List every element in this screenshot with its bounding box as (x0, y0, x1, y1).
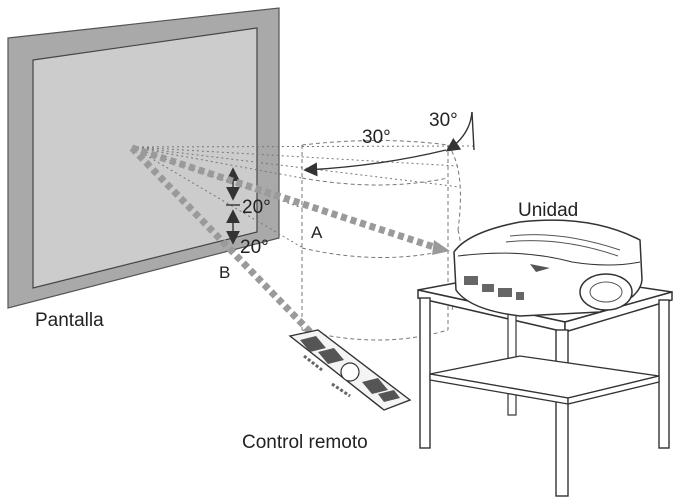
remote-control-icon (288, 329, 412, 411)
signal-beams (129, 144, 450, 339)
horizontal-angle-indicator: 30° 30° (303, 110, 475, 177)
label-point-a: A (311, 223, 323, 242)
angle-horizontal-inner: 30° (429, 110, 458, 131)
label-screen: Pantalla (35, 310, 104, 331)
label-point-b: B (219, 263, 230, 282)
angle-horizontal-outer: 30° (362, 127, 391, 148)
label-unit: Unidad (518, 200, 578, 221)
label-remote: Control remoto (242, 432, 368, 453)
angle-vertical-upper: 20° (242, 197, 271, 218)
range-guide-lines (131, 140, 476, 341)
vertical-angle-indicator: 20° 20° (226, 167, 271, 258)
projector-icon (453, 219, 643, 317)
angle-vertical-lower: 20° (240, 237, 269, 258)
